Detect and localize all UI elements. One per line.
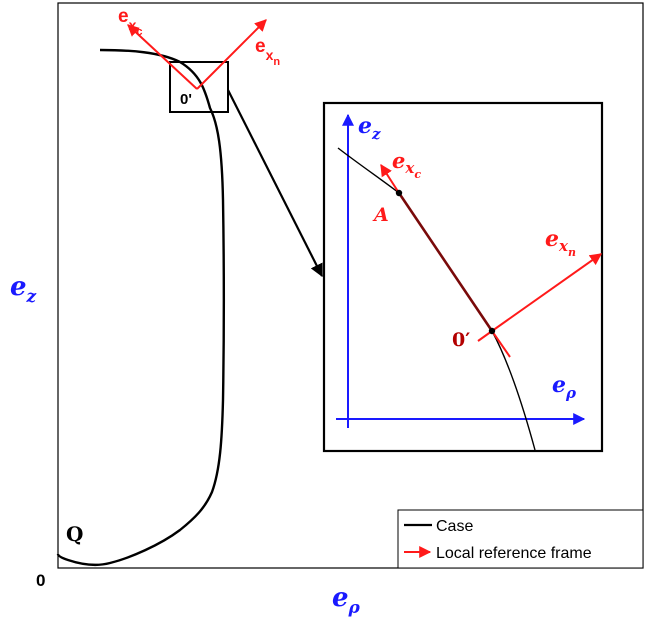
inset-frame	[322, 101, 604, 453]
zoom-box	[169, 61, 229, 113]
inset-point-o-prime	[488, 327, 496, 335]
ez-main-label: ez	[10, 272, 37, 307]
exn-top-arrow	[196, 19, 267, 90]
inset-o-prime-label: 0′	[452, 329, 470, 351]
main-plot-frame	[57, 2, 644, 569]
legend-box	[397, 509, 644, 569]
inset-exn-arrow	[491, 253, 602, 332]
inset-exc-label: exc	[392, 148, 421, 181]
origin-label: 0	[36, 571, 45, 590]
exn-top-label: exn	[255, 36, 280, 68]
zoom-connector-arrow	[227, 89, 323, 278]
inset-erho-label: eρ	[552, 372, 577, 402]
inset-tangent-stub	[491, 330, 511, 358]
inset-ez-label: ez	[358, 113, 381, 143]
inset-segment	[397, 192, 494, 332]
legend: Case Local reference frame	[397, 509, 644, 569]
exc-top-arrow	[127, 24, 198, 90]
legend-case-label: Case	[436, 518, 473, 535]
legend-frame-label: Local reference frame	[436, 545, 592, 562]
case-curve	[56, 48, 225, 567]
inset-point-a	[395, 189, 403, 197]
point-q-label: Q	[66, 522, 83, 546]
inset-exc-arrow	[380, 163, 400, 194]
inset-point-a-label: A	[372, 204, 389, 226]
exc-top-label: exc	[118, 6, 143, 38]
o-prime-top-label: 0'	[180, 91, 192, 108]
erho-main-label: eρ	[332, 583, 361, 618]
inset-exn-label: exn	[545, 226, 576, 259]
